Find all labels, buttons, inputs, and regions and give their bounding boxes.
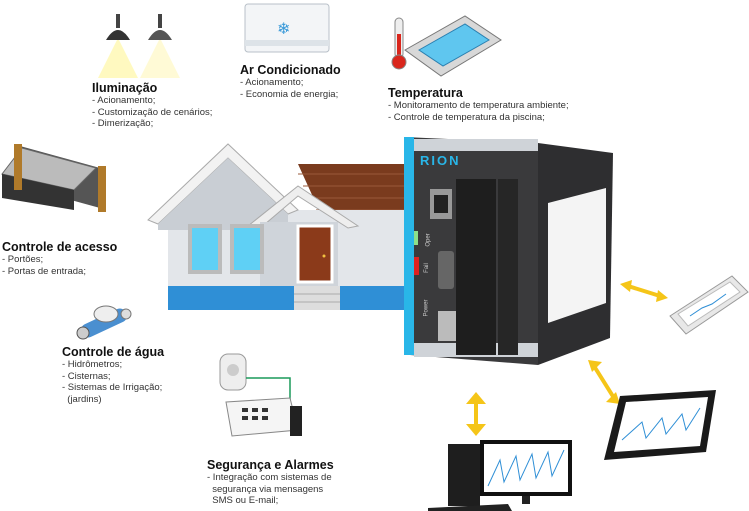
list-item: - Portas de entrada;: [2, 265, 86, 277]
double-arrow-icon: [620, 280, 668, 302]
security-title: Segurança e Alarmes: [207, 458, 334, 472]
water-meter-illustration: [76, 305, 132, 340]
power-label: Power: [423, 299, 430, 317]
alarm-system-illustration: [219, 353, 302, 437]
device-logo: RION: [420, 153, 461, 168]
list-item: - Economia de energia;: [240, 88, 339, 100]
list-item: - Integração com sistemas de: [207, 472, 332, 483]
ac-title: Ar Condicionado: [240, 63, 341, 77]
list-item: - Monitoramento de temperatura ambiente;: [388, 100, 569, 111]
svg-text:❄: ❄: [277, 21, 290, 38]
access-block: Controle de acesso - Portões; - Portas d…: [2, 240, 117, 277]
rion-controller-device: RION Oper Fail Power: [398, 133, 618, 369]
fail-label: Fail: [423, 263, 430, 273]
double-arrow-icon: [466, 392, 486, 436]
oper-label: Oper: [425, 233, 432, 247]
access-title: Controle de acesso: [2, 240, 118, 254]
list-item: - Sistemas de Irrigação;: [62, 382, 163, 393]
list-item: - Controle de temperatura da piscina;: [388, 111, 545, 123]
tablet-illustration: [604, 390, 716, 460]
lighting-block: Iluminação - Acionamento; - Customização…: [92, 81, 212, 130]
ceiling-lamps-illustration: [98, 14, 180, 78]
list-item: - Customização de cenários;: [92, 106, 213, 118]
air-conditioner-illustration: ❄: [244, 3, 330, 53]
water-title: Controle de água: [62, 345, 165, 359]
double-arrow-icon: [588, 360, 620, 404]
list-item: segurança via mensagens: [207, 483, 324, 495]
garage-gate-illustration: [1, 144, 106, 212]
ac-block: Ar Condicionado - Acionamento; - Economi…: [240, 63, 341, 100]
list-item: - Cisternas;: [62, 370, 111, 382]
desktop-computer-illustration: [428, 440, 572, 511]
temperature-block: Temperatura - Monitoramento de temperatu…: [388, 86, 569, 123]
security-block: Segurança e Alarmes - Integração com sis…: [207, 458, 334, 507]
lighting-title: Iluminação: [92, 81, 158, 95]
thermometer-pool-illustration: [391, 15, 502, 77]
list-item: (jardins): [62, 393, 102, 405]
house-illustration: [147, 143, 418, 310]
water-block: Controle de água - Hidrômetros; - Cister…: [62, 345, 164, 405]
list-item: - Dimerização;: [92, 118, 154, 129]
temperature-title: Temperatura: [388, 86, 463, 100]
list-item: - Acionamento;: [92, 95, 156, 106]
list-item: SMS ou E-mail;: [207, 495, 279, 506]
list-item: - Portões;: [2, 254, 44, 265]
smartphone-illustration: [669, 275, 749, 335]
list-item: - Hidrômetros;: [62, 359, 123, 370]
list-item: - Acionamento;: [240, 77, 304, 88]
